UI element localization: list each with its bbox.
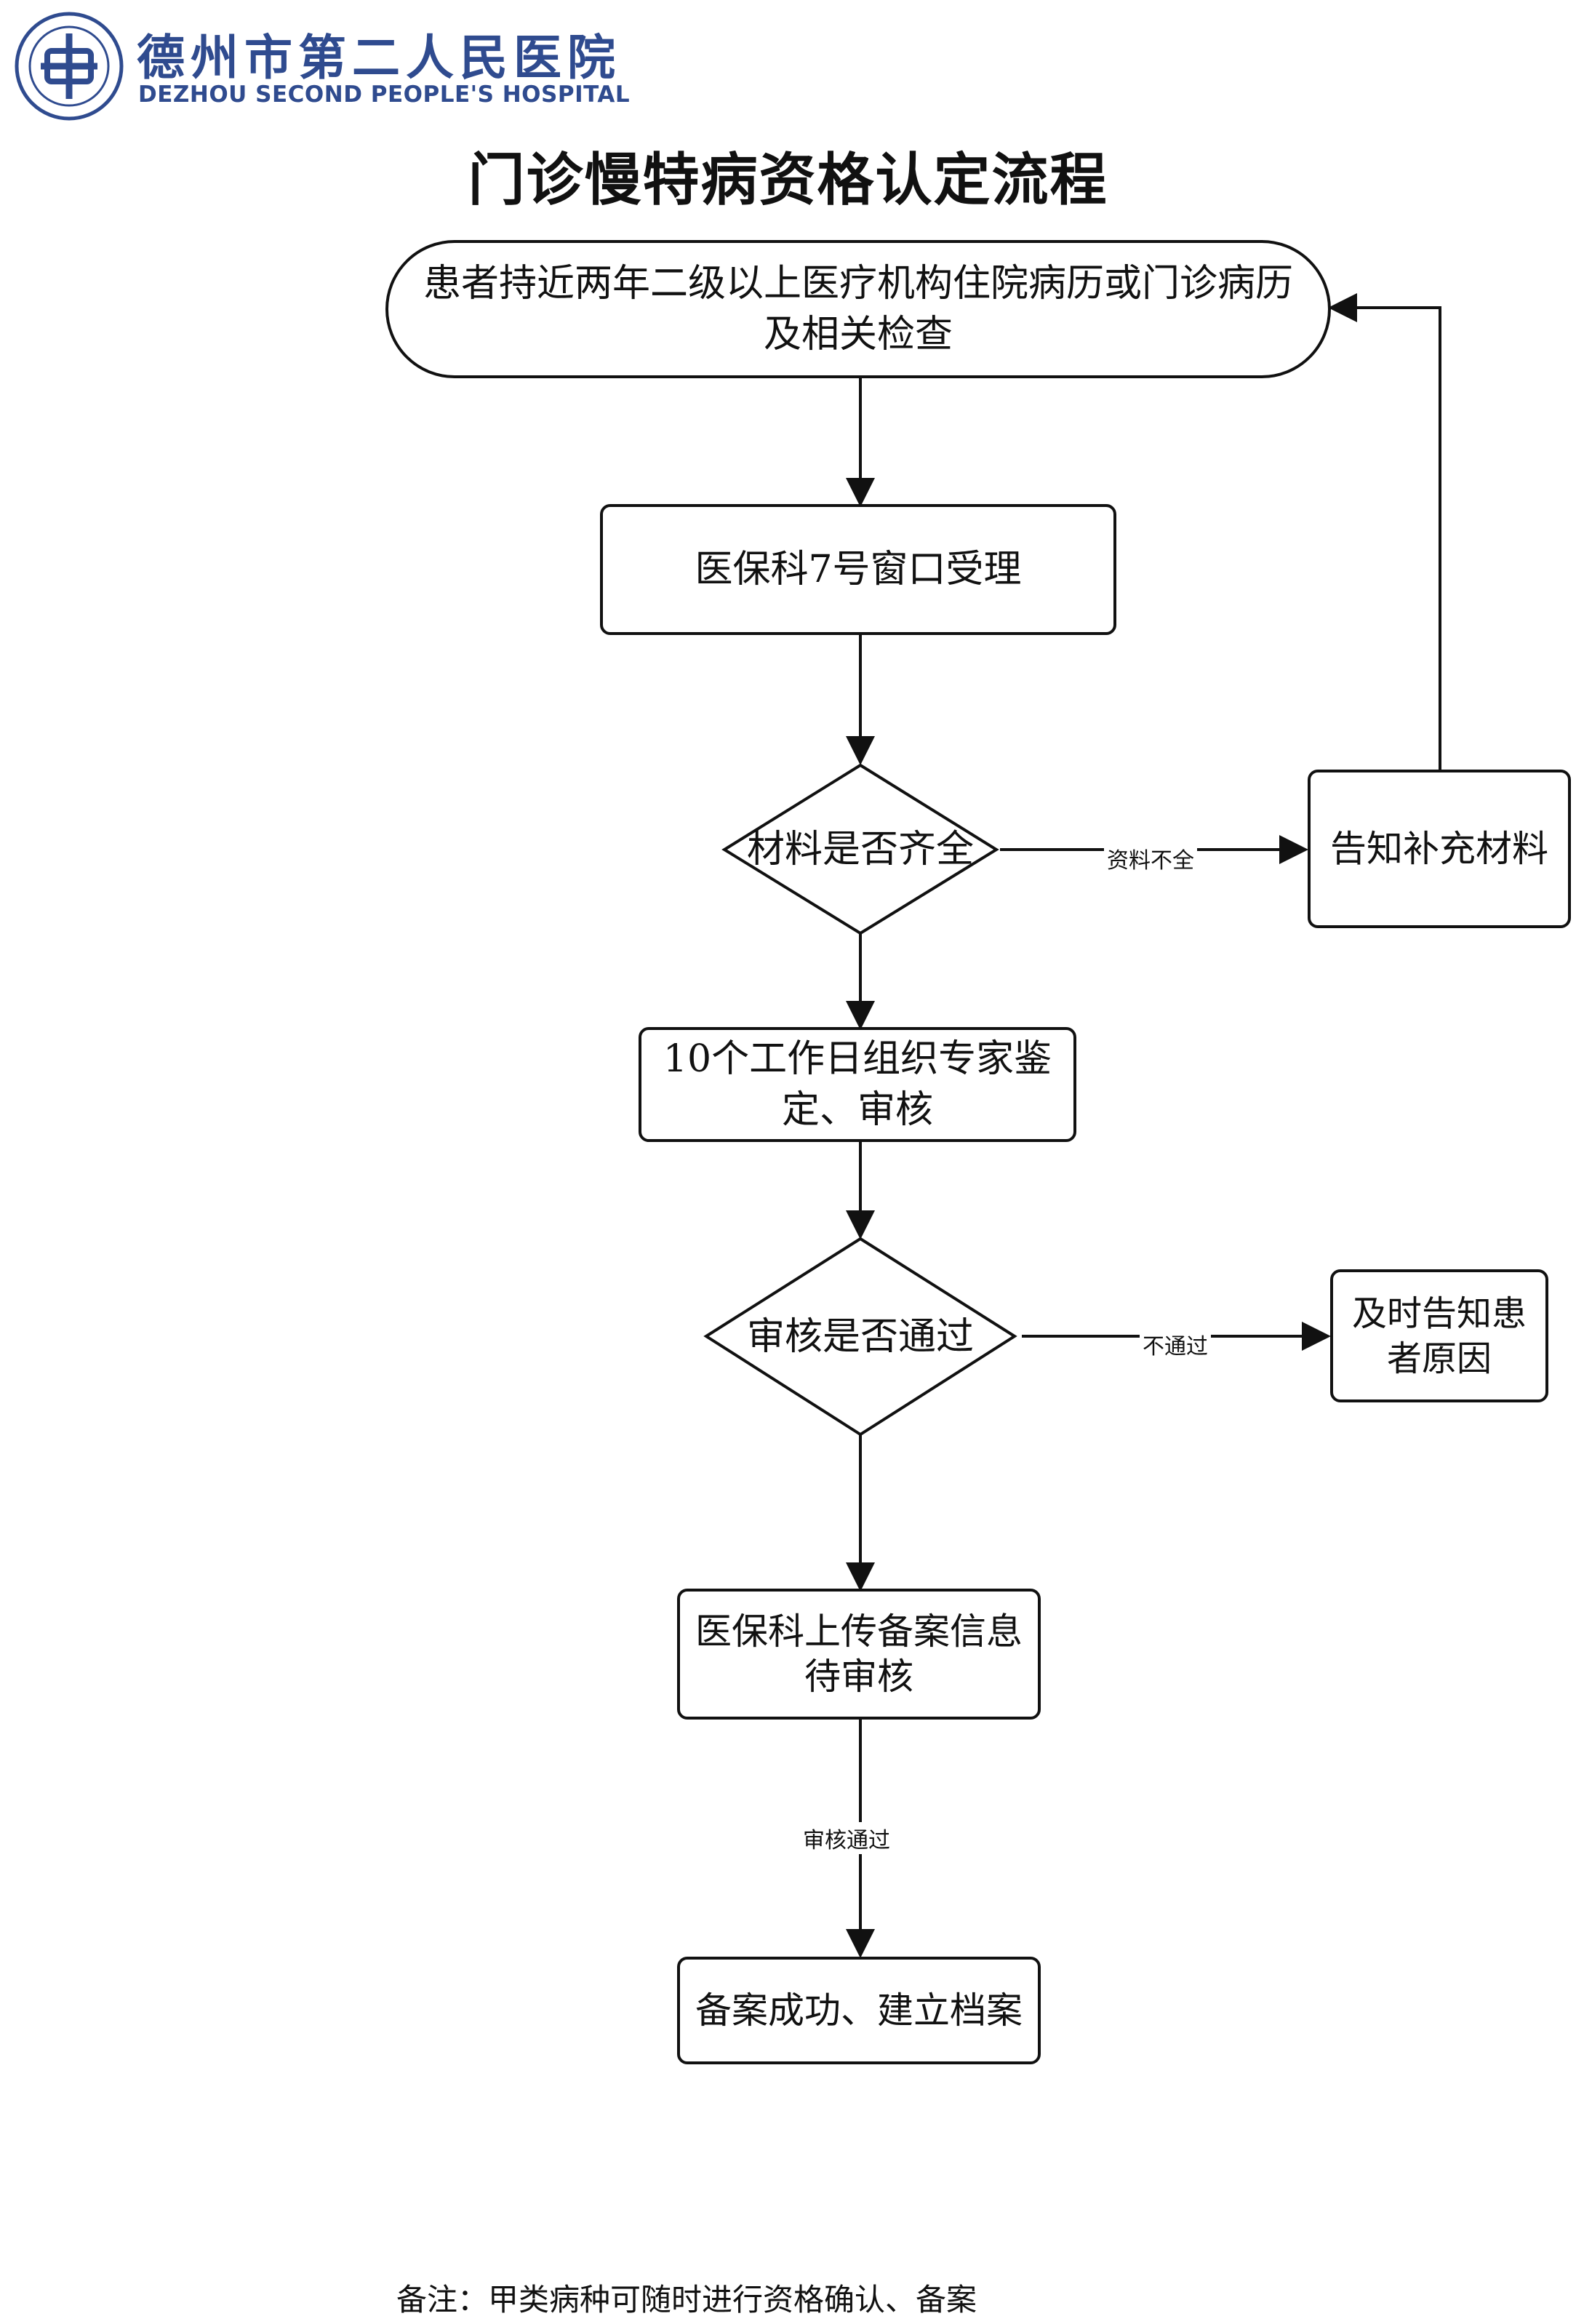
done-node: 备案成功、建立档案	[677, 1957, 1041, 2064]
edge-label-not-passed: 不通过	[1140, 1328, 1211, 1360]
notify-reason-node-label: 及时告知患者原因	[1351, 1293, 1527, 1379]
expert-review-node: 10个工作日组织专家鉴定、审核	[639, 1027, 1076, 1142]
hospital-seal-icon	[15, 12, 124, 121]
decision-review-pass-shape	[703, 1237, 1017, 1437]
footnote: 备注：甲类病种可随时进行资格确认、备案	[396, 2282, 977, 2317]
decision-check-materials: 材料是否齐全	[724, 765, 996, 933]
edge-label-passed: 审核通过	[800, 1822, 893, 1854]
hospital-name-en: DEZHOU SECOND PEOPLE'S HOSPITAL	[138, 81, 631, 108]
edge-label-incomplete: 资料不全	[1104, 842, 1197, 874]
hospital-name-cn: 德州市第二人民医院	[137, 30, 621, 86]
start-node-label: 患者持近两年二级以上医疗机构住院病历或门诊病历及相关检查	[423, 262, 1293, 356]
upload-node: 医保科上传备案信息待审核	[677, 1589, 1041, 1720]
decision-check-materials-label: 材料是否齐全	[746, 827, 974, 871]
supplement-node: 告知补充材料	[1308, 770, 1571, 928]
window-node: 医保科7号窗口受理	[600, 504, 1116, 635]
start-node: 患者持近两年二级以上医疗机构住院病历或门诊病历及相关检查	[385, 240, 1331, 378]
arrow-supplement-to-start	[1328, 293, 1441, 770]
hospital-logo: 德州市第二人民医院 DEZHOU SECOND PEOPLE'S HOSPITA…	[13, 10, 630, 127]
upload-node-label: 医保科上传备案信息待审核	[695, 1610, 1023, 1698]
decision-review-pass-label: 审核是否通过	[746, 1314, 974, 1359]
window-node-label: 医保科7号窗口受理	[695, 548, 1022, 591]
decision-check-materials-shape	[721, 763, 999, 935]
notify-reason-node: 及时告知患者原因	[1330, 1269, 1548, 1402]
page-title: 门诊慢特病资格认定流程	[468, 147, 1108, 213]
decision-review-pass: 审核是否通过	[706, 1239, 1015, 1434]
expert-review-node-label: 10个工作日组织专家鉴定、审核	[663, 1037, 1052, 1132]
supplement-node-label: 告知补充材料	[1330, 828, 1548, 870]
done-node-label: 备案成功、建立档案	[695, 1989, 1023, 2032]
